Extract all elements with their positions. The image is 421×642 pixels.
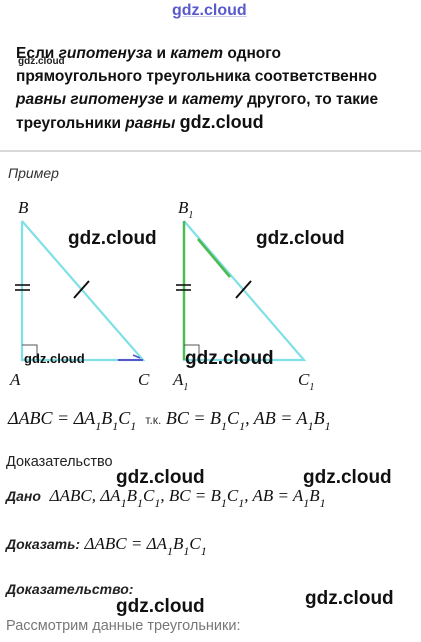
watermark-8: gdz.cloud: [305, 588, 394, 609]
watermark-fig2: gdz.cloud: [256, 228, 345, 249]
vertex-b1: B1: [178, 198, 194, 221]
prove-line: Доказать: ΔABC = ΔA1B1C1: [6, 534, 207, 558]
vertex-c: C: [138, 370, 150, 389]
watermark-7: gdz.cloud: [116, 596, 205, 617]
vertex-b: B: [18, 198, 29, 217]
given-line: Дано ΔABC, ΔA1B1C1, BC = B1C1, AB = A1B1: [6, 486, 326, 510]
vertex-a1: A1: [173, 370, 189, 393]
watermark-top: gdz.cloud: [172, 2, 247, 19]
watermark-5: gdz.cloud: [116, 467, 205, 488]
proof-label-line: Доказательство:: [6, 581, 134, 597]
watermark-fig1: gdz.cloud: [68, 228, 157, 249]
triangle-abc: [15, 220, 146, 362]
vertex-a: A: [10, 370, 21, 389]
triangles-figure: [15, 220, 307, 362]
congruence-statement: ΔABC = ΔA1B1C1 т.к. BC = B1C1, AB = A1B1: [8, 408, 331, 433]
example-label: Пример: [8, 165, 59, 181]
watermark-fig4: gdz.cloud: [185, 348, 274, 369]
watermark-inline: gdz.cloud: [179, 112, 264, 132]
watermark-fig3: gdz.cloud: [24, 351, 85, 366]
triangle-a1b1c1: [176, 220, 307, 362]
watermark-6: gdz.cloud: [303, 467, 392, 488]
divider: [0, 150, 421, 152]
vertex-c1: C1: [298, 370, 315, 393]
watermark-small: gdz.cloud: [18, 56, 65, 67]
theorem-text: Если гипотенуза и катет одного прямоугол…: [16, 45, 379, 132]
consider-line: Рассмотрим данные треугольники:: [6, 618, 241, 634]
proof-heading: Доказательство: [6, 454, 113, 470]
